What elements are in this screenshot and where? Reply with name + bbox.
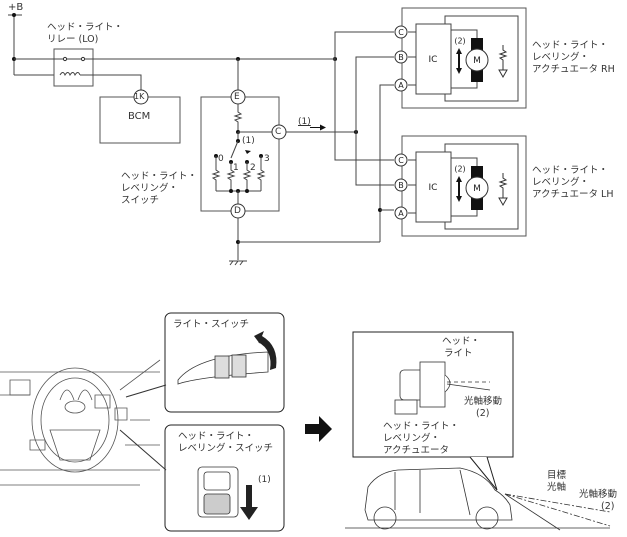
big-right-arrow-icon — [305, 416, 332, 442]
bcm-terminal-label: 1K — [134, 92, 145, 101]
position-2: 2 — [250, 163, 256, 173]
headlight-label-line1: ヘッド・ — [442, 336, 481, 347]
target-axis-line1: 目標 — [547, 470, 567, 481]
switch-label-line1: ヘッド・ライト・ — [121, 171, 198, 182]
actuator-terminal-a — [394, 206, 408, 220]
actuator-terminal-c — [394, 153, 408, 167]
actuator-terminal-label: C — [398, 156, 404, 165]
actuator-terminal-label: B — [398, 53, 404, 62]
switch-op-marker: (1) — [242, 136, 255, 146]
leveling-switch-unit — [197, 466, 239, 518]
actuator-terminal-a — [394, 78, 408, 92]
car-illustration — [345, 467, 611, 531]
switch-label-line3: スイッチ — [121, 195, 160, 206]
motor-label: M — [473, 184, 481, 194]
relay-contact — [80, 56, 86, 62]
beam-shift-label-2: 光軸移動 — [579, 489, 618, 500]
actuator-label-line2: レベリング・ — [383, 433, 441, 444]
actuator-lh-label-line3: アクチュエータ LH — [532, 189, 614, 200]
lh-b-wire — [355, 132, 394, 186]
beam-shift-num-2: (2) — [601, 501, 615, 512]
actuator-rh-label-line2: レベリング・ — [532, 52, 590, 63]
switch-resistor — [233, 104, 243, 132]
beam-shift-num: (2) — [476, 408, 490, 419]
coil-to-bcm-wire — [80, 74, 142, 90]
motor-icon — [465, 48, 489, 72]
actuator-label-line3: アクチュエータ — [383, 445, 450, 456]
actuator-terminal-c — [394, 25, 408, 39]
ic-box — [415, 151, 452, 223]
callout-leader — [125, 384, 167, 398]
rh-a-wire — [379, 84, 394, 242]
relay-label-line2: リレー (LO) — [47, 34, 99, 45]
potentiometer-icon — [498, 45, 508, 79]
ic-box — [415, 23, 452, 95]
callout-leader — [469, 456, 498, 491]
leveling-switch-label-line2: レベリング・スイッチ — [178, 443, 274, 454]
rh-b-wire — [355, 56, 394, 132]
ground-symbol-icon — [229, 260, 247, 266]
actuator-lh-label-line2: レベリング・ — [532, 177, 590, 188]
callout-leader — [119, 429, 167, 471]
motion-arrow-icon — [456, 176, 462, 202]
relay-contact — [62, 56, 68, 62]
leveling-switch-label-line1: ヘッド・ライト・ — [178, 431, 255, 442]
bcm-terminal-1k — [133, 89, 149, 105]
motor-label: M — [473, 56, 481, 66]
feedback-wire — [444, 15, 519, 102]
potentiometer-icon — [498, 173, 508, 207]
wiper-direction-arrow — [245, 150, 251, 154]
signal-arrow-icon — [310, 124, 326, 131]
motor-icon — [465, 176, 489, 200]
lh-c-wire — [334, 59, 394, 161]
position-resistors — [211, 154, 266, 204]
actuator-terminal-label: C — [398, 28, 404, 37]
motion-label: (2) — [454, 37, 465, 46]
bcm-box — [99, 96, 181, 144]
headlight-label-line2: ライト — [444, 348, 473, 359]
switch-terminal-e-label: E — [234, 92, 240, 102]
position-0: 0 — [218, 154, 224, 164]
supply-label: +B — [8, 2, 24, 13]
wiper-arm — [230, 140, 239, 159]
leveling-switch-op-label: (1) — [258, 475, 271, 485]
position-1: 1 — [233, 163, 239, 173]
switch-terminal-c-label: C — [275, 127, 282, 137]
down-arrow-icon — [240, 485, 258, 520]
headlight-unit — [394, 361, 491, 415]
ic-label: IC — [429, 183, 438, 193]
position-3: 3 — [264, 154, 270, 164]
ic-label: IC — [429, 55, 438, 65]
actuator-rh-label-line1: ヘッド・ライト・ — [532, 40, 609, 51]
junction — [12, 13, 16, 17]
relay-label-line1: ヘッド・ライト・ — [47, 22, 124, 33]
actuator-label-line1: ヘッド・ライト・ — [383, 421, 460, 432]
actuator-lh-label-line1: ヘッド・ライト・ — [532, 165, 609, 176]
motion-arrow-icon — [456, 48, 462, 74]
signal-arrow-label: (1) — [298, 117, 311, 127]
beam-shift-label: 光軸移動 — [464, 396, 503, 407]
motion-label: (2) — [454, 165, 465, 174]
relay-box — [53, 48, 94, 87]
dashboard-illustration — [0, 359, 161, 486]
actuator-rh: M IC (2) C B A — [394, 7, 527, 109]
light-switch-stalk — [177, 351, 269, 385]
feedback-wire — [444, 143, 519, 230]
actuator-terminal-b — [394, 50, 408, 64]
relay-coil — [59, 72, 81, 77]
target-axis-line2: 光軸 — [547, 482, 567, 493]
light-switch-label: ライト・スイッチ — [173, 319, 250, 330]
rh-c-wire — [333, 31, 394, 60]
rotate-arrow-icon — [254, 331, 277, 370]
actuator-lh: M IC (2) C B A — [394, 135, 527, 237]
switch-label-line2: レベリング・ — [121, 183, 179, 194]
actuator-terminal-label: A — [398, 209, 404, 218]
actuator-rh-label-line3: アクチュエータ RH — [532, 64, 615, 75]
bcm-label: BCM — [128, 111, 151, 122]
actuator-terminal-label: A — [398, 81, 404, 90]
actuator-terminal-label: B — [398, 181, 404, 190]
actuator-terminal-b — [394, 178, 408, 192]
switch-terminal-d-label: D — [234, 206, 241, 216]
